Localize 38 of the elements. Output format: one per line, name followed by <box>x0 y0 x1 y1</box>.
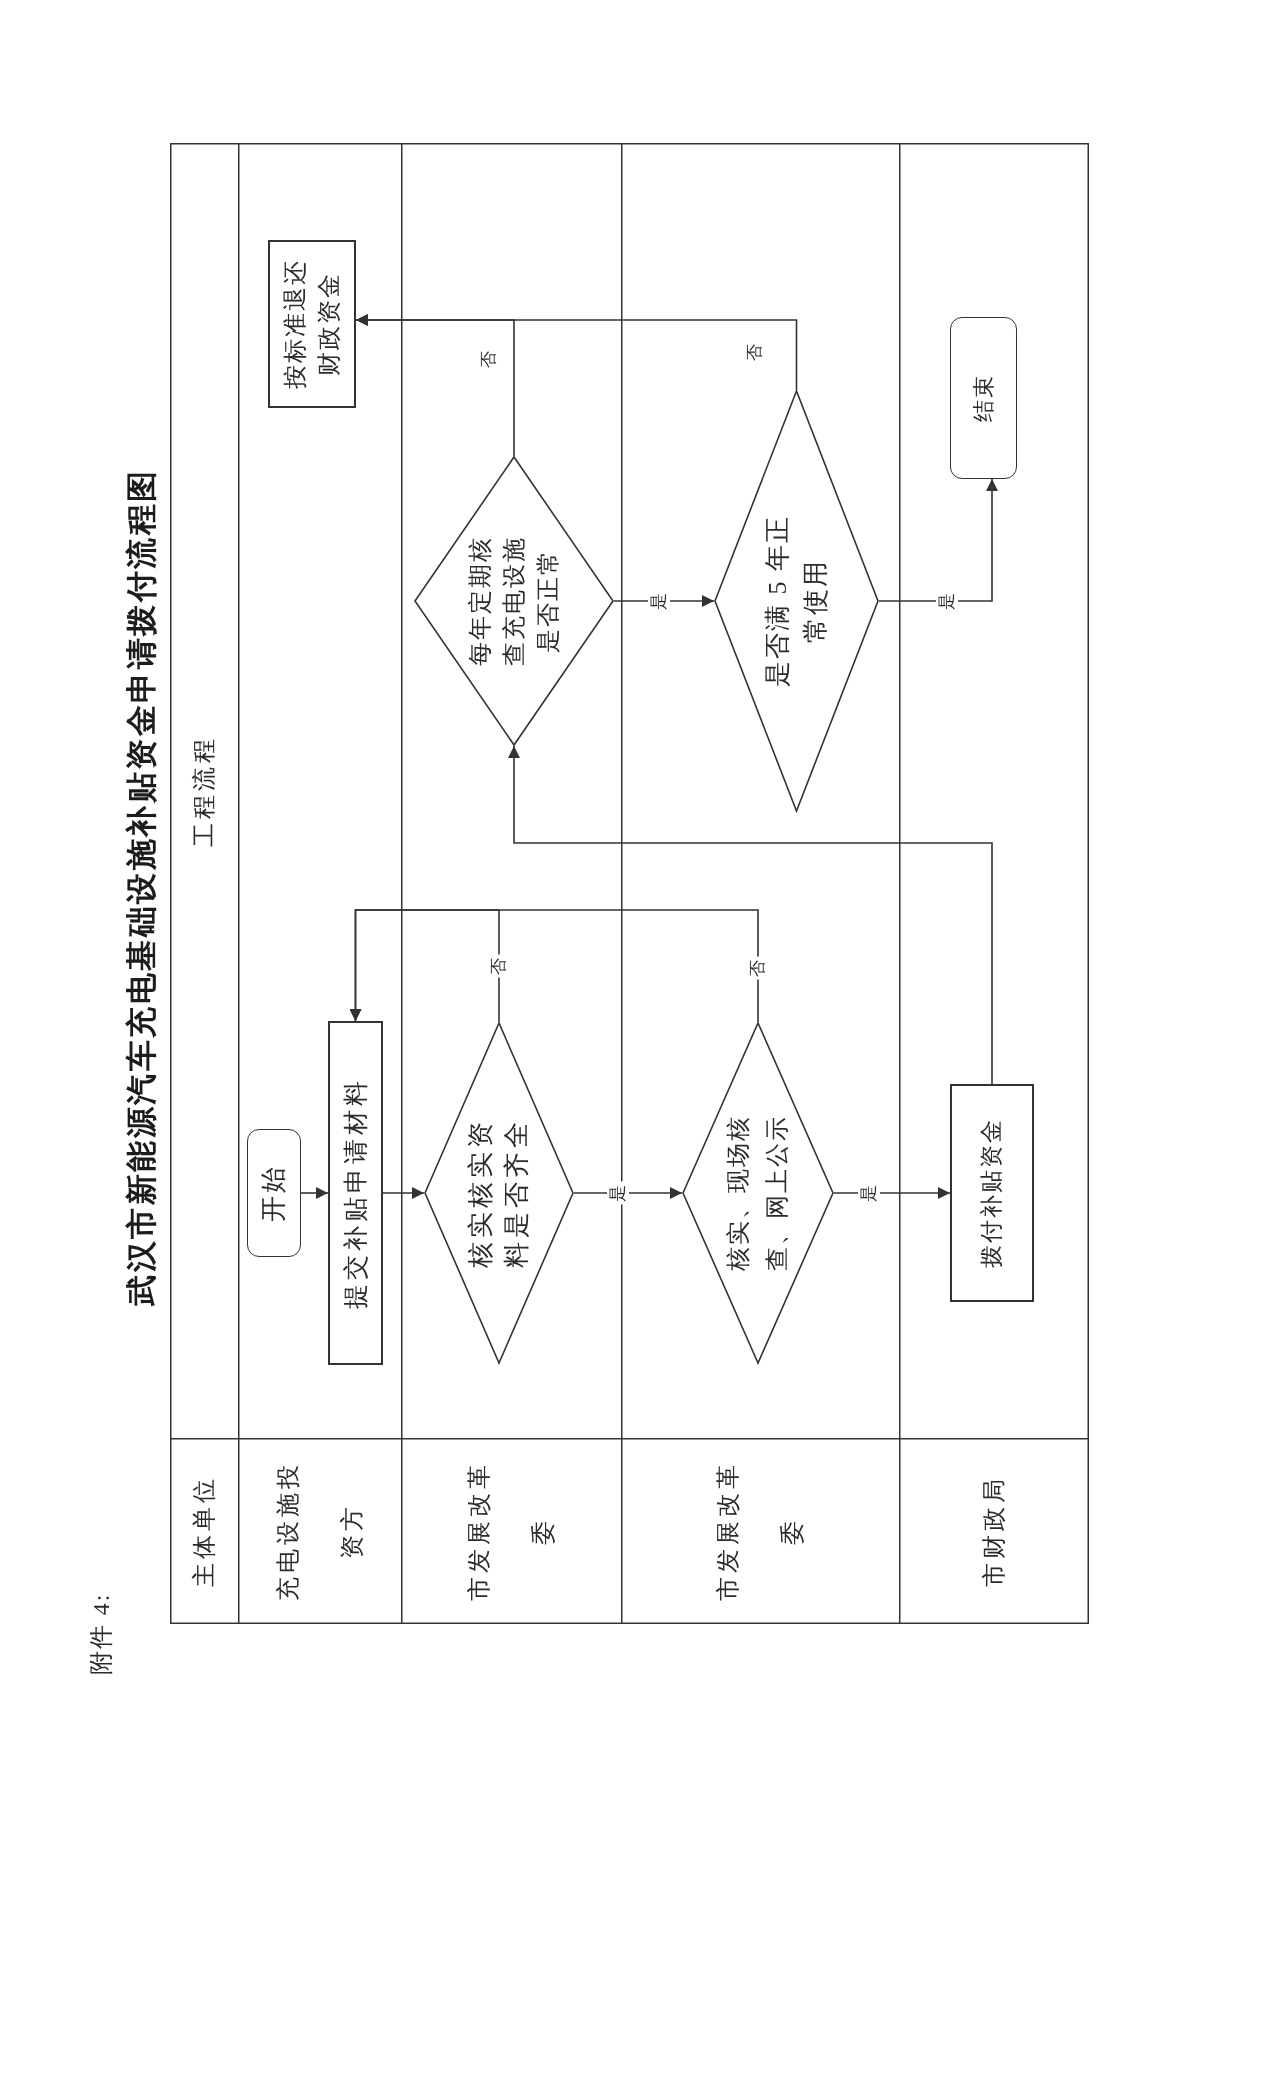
decision-diamond <box>714 390 879 812</box>
arrow <box>300 1187 329 1199</box>
terminal-box <box>247 1129 301 1257</box>
attachment-label: 附件 4: <box>87 1592 115 1676</box>
terminal-label: 结束 <box>970 374 997 422</box>
column-header: 主体单位 <box>190 1475 218 1587</box>
arrow <box>573 1187 683 1199</box>
lane-label: 市发展改革委 <box>465 1460 557 1603</box>
process-box <box>328 1021 383 1365</box>
step-label: 按标准退还财政资金 <box>281 258 343 391</box>
decision-label: 核实核实资料是否齐全 <box>465 1117 532 1270</box>
column-header: 工程流程 <box>190 734 218 847</box>
lane-label: 充电设施投资方 <box>273 1460 366 1603</box>
lane-label: 市财政局 <box>980 1474 1008 1589</box>
process-box <box>268 240 356 408</box>
edge-label: 否 <box>747 956 769 980</box>
arrow <box>349 909 759 1023</box>
decision-diamond <box>414 456 614 746</box>
diagram-title: 武汉市新能源汽车充电基础设施补贴资金申请拨付流程图 <box>123 468 160 1306</box>
decision-diamond <box>682 1022 834 1364</box>
terminal-label: 开始 <box>258 1164 289 1222</box>
decision-label: 每年定期核查充电设施是否正常 <box>466 535 562 668</box>
edge-label: 是 <box>607 1181 630 1205</box>
terminal-box <box>950 317 1017 479</box>
decision-label: 核实、现场核查、网上公示 <box>724 1114 791 1273</box>
decision-diamond <box>424 1022 574 1364</box>
step-label: 提交补贴申请材料 <box>341 1077 370 1309</box>
arrow <box>878 478 998 602</box>
arrow <box>355 314 798 391</box>
decision-label: 是否满 5 年正常使用 <box>761 514 831 689</box>
arrow <box>508 745 993 1085</box>
arrow <box>382 1187 425 1199</box>
swimlane <box>238 143 401 1624</box>
process-box <box>950 1084 1034 1302</box>
swimlane <box>899 143 1089 1624</box>
edge-label: 否 <box>488 954 510 978</box>
lane-label: 市发展改革委 <box>714 1460 806 1603</box>
step-label: 拨付补贴资金 <box>978 1118 1005 1268</box>
